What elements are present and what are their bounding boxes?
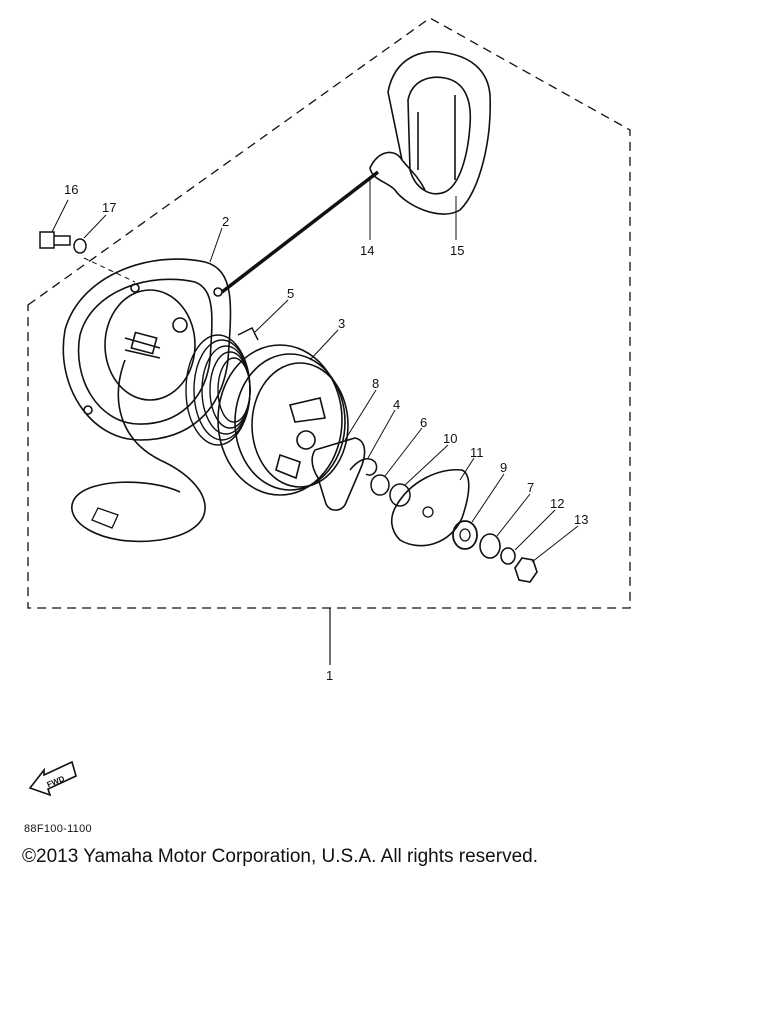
starter-housing bbox=[62, 258, 232, 441]
drive-pawl bbox=[311, 437, 366, 511]
fwd-label: FWD bbox=[46, 774, 66, 789]
part-label-8: 8 bbox=[372, 376, 379, 391]
part-label-3: 3 bbox=[338, 316, 345, 331]
lock-washer bbox=[500, 547, 516, 565]
pawl-spring bbox=[349, 458, 378, 476]
assembly-boundary bbox=[27, 17, 631, 609]
starter-rope bbox=[71, 359, 206, 543]
part-label-12: 12 bbox=[550, 496, 564, 511]
part-label-4: 4 bbox=[393, 397, 400, 412]
diagram-code: 88F100-1100 bbox=[24, 823, 92, 835]
part-label-17: 17 bbox=[102, 200, 116, 215]
washer-10 bbox=[389, 483, 411, 507]
nut bbox=[514, 557, 538, 583]
rope-sheave bbox=[217, 344, 349, 496]
copyright-notice: ©2013 Yamaha Motor Corporation, U.S.A. A… bbox=[22, 846, 538, 867]
part-label-10: 10 bbox=[443, 431, 457, 446]
spiral-spring bbox=[185, 327, 259, 446]
part-label-2: 2 bbox=[222, 214, 229, 229]
washer-7 bbox=[479, 533, 501, 559]
part-label-7: 7 bbox=[527, 480, 534, 495]
part-label-5: 5 bbox=[287, 286, 294, 301]
starter-handle bbox=[369, 50, 492, 215]
washer-9 bbox=[452, 520, 478, 550]
part-label-6: 6 bbox=[420, 415, 427, 430]
leader-lines bbox=[51, 176, 579, 563]
bolt bbox=[39, 231, 71, 249]
collar bbox=[370, 474, 390, 496]
part-label-9: 9 bbox=[500, 460, 507, 475]
part-label-15: 15 bbox=[450, 243, 464, 258]
part-label-1: 1 bbox=[326, 668, 333, 683]
drive-plate bbox=[390, 469, 470, 547]
fwd-arrow-icon: FWD bbox=[28, 760, 77, 797]
part-label-11: 11 bbox=[470, 445, 484, 460]
starter-rope-line bbox=[220, 170, 380, 294]
bolt-washer bbox=[73, 238, 87, 254]
part-label-13: 13 bbox=[574, 512, 588, 527]
part-label-16: 16 bbox=[64, 182, 78, 197]
part-label-14: 14 bbox=[360, 243, 374, 258]
